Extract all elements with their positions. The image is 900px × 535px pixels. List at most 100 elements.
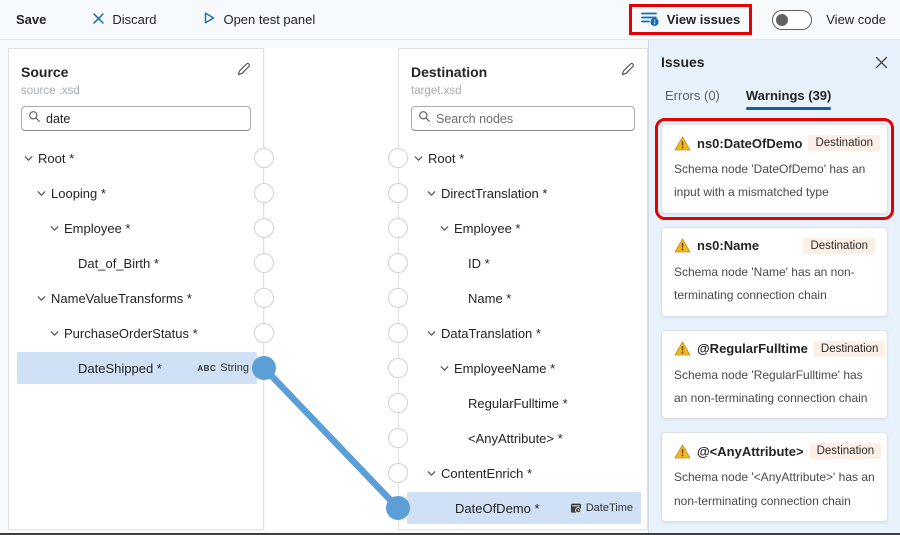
connection-port-connected[interactable] xyxy=(252,356,276,380)
connection-port[interactable] xyxy=(254,183,274,203)
tree-node-employeename[interactable]: EmployeeName * xyxy=(407,352,641,384)
tab-errors[interactable]: Errors (0) xyxy=(665,88,720,103)
node-label: EmployeeName * xyxy=(454,360,556,376)
connection-port[interactable] xyxy=(254,288,274,308)
warning-icon xyxy=(674,238,691,253)
tree-node-anyattribute[interactable]: <AnyAttribute> * xyxy=(407,422,641,454)
save-label: Save xyxy=(16,12,47,27)
tree-node-name[interactable]: Name * xyxy=(407,282,641,314)
view-issues-label: View issues xyxy=(666,12,741,27)
tree-node-dateofdemo[interactable]: DateOfDemo * DateTime xyxy=(407,492,641,524)
connection-port[interactable] xyxy=(254,323,274,343)
open-test-panel-button[interactable]: Open test panel xyxy=(196,7,321,32)
source-search-box xyxy=(21,106,251,131)
warning-description: Schema node '<AnyAttribute>' has an non-… xyxy=(674,470,875,508)
connection-port[interactable] xyxy=(388,183,408,203)
edit-pencil-icon[interactable] xyxy=(236,62,251,82)
save-button[interactable]: Save xyxy=(10,8,52,31)
connection-port[interactable] xyxy=(254,148,274,168)
warning-title: ns0:DateOfDemo xyxy=(697,135,803,151)
warning-title: @RegularFulltime xyxy=(697,341,808,357)
tree-node-namevaluetransforms[interactable]: NameValueTransforms * xyxy=(17,282,257,314)
warning-description: Schema node 'DateOfDemo' has an input wi… xyxy=(674,162,866,200)
connection-port[interactable] xyxy=(388,358,408,378)
connection-port[interactable] xyxy=(254,218,274,238)
tree-node-employee[interactable]: Employee * xyxy=(407,212,641,244)
type-label: DateTime xyxy=(585,502,633,514)
chevron-down-icon xyxy=(49,223,60,234)
type-label: String xyxy=(220,362,249,374)
node-label: DateOfDemo * xyxy=(455,500,540,516)
tab-warnings[interactable]: Warnings (39) xyxy=(745,88,832,110)
view-code-label: View code xyxy=(826,12,886,27)
connection-port[interactable] xyxy=(388,288,408,308)
view-code-toggle[interactable] xyxy=(772,9,813,30)
connection-port[interactable] xyxy=(388,148,408,168)
edit-pencil-icon[interactable] xyxy=(620,62,635,82)
mapper-workspace: Root *Looping *Employee *Dat_of_Birth *N… xyxy=(0,40,900,535)
window-bottom-edge xyxy=(0,533,900,535)
tree-node-purchaseorderstatus[interactable]: PurchaseOrderStatus * xyxy=(17,317,257,349)
connection-port[interactable] xyxy=(388,463,408,483)
connection-port[interactable] xyxy=(388,253,408,273)
connection-port[interactable] xyxy=(388,393,408,413)
destination-search-input[interactable] xyxy=(436,111,628,126)
tree-node-employee[interactable]: Employee * xyxy=(17,212,257,244)
tree-node-regularfulltime[interactable]: RegularFulltime * xyxy=(407,387,641,419)
toggle-knob-icon xyxy=(776,13,789,26)
chevron-down-icon xyxy=(439,223,450,234)
tree-node-dat-of-birth[interactable]: Dat_of_Birth * xyxy=(17,247,257,279)
warning-icon xyxy=(674,341,691,356)
connection-port-connected[interactable] xyxy=(386,496,410,520)
tree-node-root[interactable]: Root * xyxy=(17,142,257,174)
chevron-down-icon xyxy=(426,328,437,339)
destination-badge: Destination xyxy=(803,237,875,254)
node-label: ContentEnrich * xyxy=(441,465,533,481)
tree-node-directtranslation[interactable]: DirectTranslation * xyxy=(407,177,641,209)
chevron-down-icon xyxy=(426,188,437,199)
tree-node-looping[interactable]: Looping * xyxy=(17,177,257,209)
connection-port[interactable] xyxy=(388,218,408,238)
node-label: DirectTranslation * xyxy=(441,185,548,201)
destination-tree: Root * DirectTranslation * Employee * ID * N… xyxy=(399,49,647,529)
view-issues-button[interactable]: View issues xyxy=(628,4,753,35)
issues-panel-title: Issues xyxy=(661,54,705,70)
datetime-icon xyxy=(570,502,582,514)
node-label: Employee * xyxy=(454,220,521,236)
warning-description: Schema node 'Name' has an non-terminatin… xyxy=(674,264,855,303)
source-tree: Root * Looping * Employee * Dat_of_Birth *N… xyxy=(9,49,263,529)
chevron-down-icon xyxy=(439,363,450,374)
node-label: Looping * xyxy=(51,185,106,201)
node-type-badge: DateTime xyxy=(570,502,633,514)
source-search-input[interactable] xyxy=(46,111,244,126)
tree-node-id[interactable]: ID * xyxy=(407,247,641,279)
chevron-down-icon xyxy=(23,153,34,164)
source-file-name: source .xsd xyxy=(21,85,80,97)
issues-panel: Issues Errors (0) Warnings (39) ns0:Date… xyxy=(648,40,900,535)
discard-button[interactable]: Discard xyxy=(86,8,162,32)
mapping-canvas[interactable] xyxy=(265,48,398,530)
close-icon[interactable] xyxy=(875,56,888,69)
tree-node-root[interactable]: Root * xyxy=(407,142,641,174)
open-test-panel-label: Open test panel xyxy=(223,12,316,27)
dismiss-icon xyxy=(92,12,105,28)
source-panel: Root * Looping * Employee * Dat_of_Birth *N… xyxy=(8,48,264,530)
connection-port[interactable] xyxy=(388,428,408,448)
chevron-down-icon xyxy=(413,153,424,164)
node-label: DateShipped * xyxy=(78,360,162,376)
connection-port[interactable] xyxy=(254,253,274,273)
node-label: DataTranslation * xyxy=(441,325,541,341)
node-label: Employee * xyxy=(64,220,131,236)
tree-node-datatranslation[interactable]: DataTranslation * xyxy=(407,317,641,349)
tree-node-contentenrich[interactable]: ContentEnrich * xyxy=(407,457,641,489)
node-label: Name * xyxy=(468,290,512,306)
connection-port[interactable] xyxy=(388,323,408,343)
node-label: <AnyAttribute> * xyxy=(468,430,563,446)
